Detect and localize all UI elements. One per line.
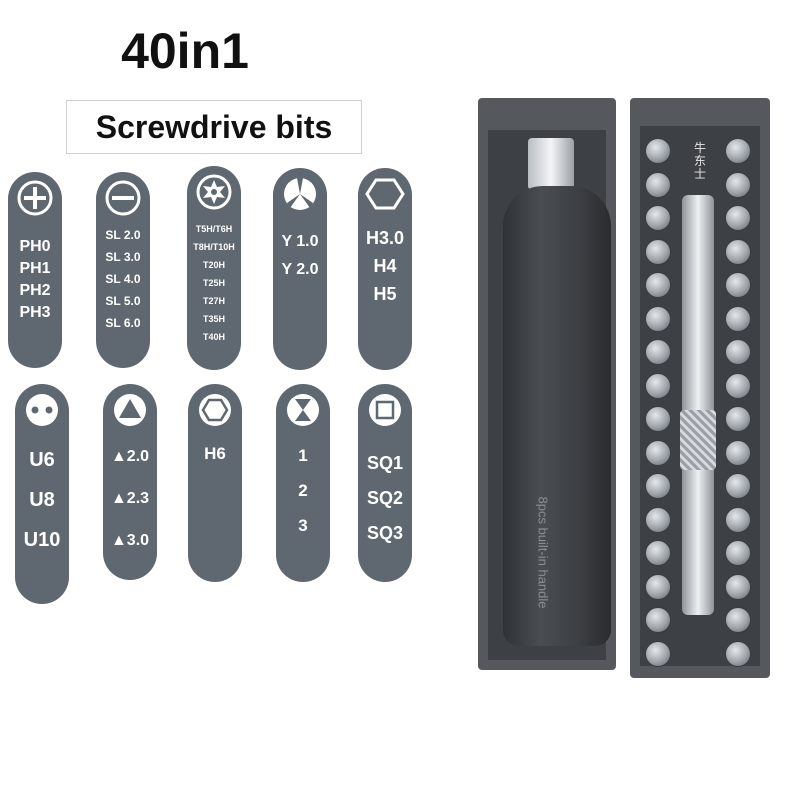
bit-label: H5 bbox=[373, 284, 397, 304]
bit-socket bbox=[645, 607, 671, 633]
bit-label: PH2 bbox=[19, 282, 51, 299]
bit-label: SQ1 bbox=[366, 453, 404, 473]
bit-socket bbox=[725, 473, 751, 499]
bit-label: T35H bbox=[202, 314, 225, 324]
bit-label: SL 4.0 bbox=[105, 272, 141, 286]
hex-socket-icon bbox=[195, 390, 235, 430]
u-type-icon bbox=[22, 390, 62, 430]
bit-socket bbox=[645, 573, 671, 600]
bit-label: 3 bbox=[298, 516, 308, 535]
bit-label: T27H bbox=[202, 296, 225, 306]
bit-label: SL 5.0 bbox=[105, 294, 141, 308]
bit-group-hex: H3.0 H4 H5 bbox=[358, 168, 412, 370]
shaft-knurl bbox=[680, 410, 716, 470]
bit-socket bbox=[725, 573, 751, 600]
bit-socket bbox=[725, 138, 751, 164]
screwdriver-handle bbox=[503, 186, 611, 646]
bit-group-square: SQ1 SQ2 SQ3 bbox=[358, 384, 412, 582]
subtitle-box: Screwdrive bits bbox=[66, 100, 362, 154]
bit-socket bbox=[645, 138, 671, 164]
phillips-icon bbox=[15, 178, 55, 218]
bit-label: SL 3.0 bbox=[105, 250, 141, 264]
bit-group-hourglass: 1 2 3 bbox=[276, 384, 330, 582]
bit-label: T25H bbox=[202, 278, 225, 288]
bit-label: 1 bbox=[298, 446, 308, 465]
bit-group-hex-socket: H6 bbox=[188, 384, 242, 582]
bit-socket bbox=[725, 205, 751, 231]
bit-socket bbox=[645, 305, 671, 332]
bit-socket bbox=[645, 506, 671, 533]
handle-text: 8pcs built-in handle bbox=[535, 496, 551, 609]
bit-socket bbox=[725, 506, 751, 533]
handle-chuck bbox=[528, 138, 574, 190]
hourglass-icon bbox=[283, 390, 323, 430]
bit-label: U6 bbox=[29, 449, 55, 471]
torx-icon bbox=[194, 172, 234, 212]
bit-label: SL 2.0 bbox=[105, 228, 141, 242]
bit-group-triangle: ▲2.0 ▲2.3 ▲3.0 bbox=[103, 384, 157, 580]
bit-socket bbox=[645, 205, 671, 231]
bit-socket bbox=[645, 640, 671, 667]
bit-label: ▲3.0 bbox=[110, 532, 150, 549]
bit-socket bbox=[645, 372, 671, 399]
subtitle-text: Screwdrive bits bbox=[95, 108, 333, 145]
bit-socket bbox=[645, 473, 671, 499]
bit-socket bbox=[725, 607, 751, 633]
bit-label: H3.0 bbox=[365, 228, 405, 248]
bit-socket bbox=[725, 439, 751, 466]
bit-label: U10 bbox=[23, 529, 61, 551]
bit-label: T20H bbox=[202, 260, 225, 270]
bit-socket bbox=[725, 272, 751, 298]
bit-label: PH1 bbox=[19, 260, 51, 277]
bit-socket bbox=[645, 171, 671, 198]
bit-socket bbox=[645, 540, 671, 566]
bit-label: U8 bbox=[29, 489, 55, 511]
bit-label: T8H/T10H bbox=[193, 242, 235, 252]
bit-label: H6 bbox=[204, 444, 226, 463]
bit-socket bbox=[645, 339, 671, 365]
hex-icon bbox=[365, 174, 405, 214]
bit-socket bbox=[645, 238, 671, 265]
bit-group-torx: T5H/T6H T8H/T10H T20H T25H T27H T35H T40… bbox=[187, 166, 241, 370]
bit-label: H4 bbox=[373, 256, 397, 276]
bit-group-u-type: U6 U8 U10 bbox=[15, 384, 69, 604]
bit-socket bbox=[725, 305, 751, 332]
slotted-icon bbox=[103, 178, 143, 218]
bit-socket bbox=[645, 406, 671, 432]
bit-group-slotted: SL 2.0 SL 3.0 SL 4.0 SL 5.0 SL 6.0 bbox=[96, 172, 150, 368]
bit-label: PH3 bbox=[19, 304, 51, 321]
bit-socket bbox=[645, 272, 671, 298]
page-title: 40in1 bbox=[121, 23, 249, 79]
bit-label: ▲2.3 bbox=[110, 490, 150, 507]
brand-text: 牛东士 bbox=[693, 141, 706, 181]
bit-socket bbox=[725, 238, 751, 265]
bit-socket bbox=[725, 540, 751, 566]
bit-group-phillips: PH0 PH1 PH2 PH3 bbox=[8, 172, 62, 368]
bit-label: 2 bbox=[298, 481, 308, 500]
bit-socket bbox=[725, 372, 751, 399]
bit-socket bbox=[725, 406, 751, 432]
bit-socket bbox=[725, 171, 751, 198]
bit-label: T40H bbox=[202, 332, 225, 342]
bit-label: SQ2 bbox=[366, 488, 404, 508]
tri-wing-icon bbox=[280, 174, 320, 214]
bit-socket bbox=[645, 439, 671, 466]
bit-label: SL 6.0 bbox=[105, 316, 141, 330]
bit-label: Y 2.0 bbox=[281, 261, 319, 278]
bit-socket bbox=[725, 640, 751, 667]
extension-shaft bbox=[682, 195, 714, 615]
bit-group-tri-wing: Y 1.0 Y 2.0 bbox=[273, 168, 327, 370]
bit-label: SQ3 bbox=[366, 523, 404, 543]
bit-label: ▲2.0 bbox=[110, 448, 150, 465]
square-icon bbox=[365, 390, 405, 430]
bit-socket bbox=[725, 339, 751, 365]
triangle-icon bbox=[110, 390, 150, 430]
bit-label: Y 1.0 bbox=[281, 233, 319, 250]
bit-label: T5H/T6H bbox=[195, 224, 233, 234]
bit-label: PH0 bbox=[19, 238, 51, 255]
